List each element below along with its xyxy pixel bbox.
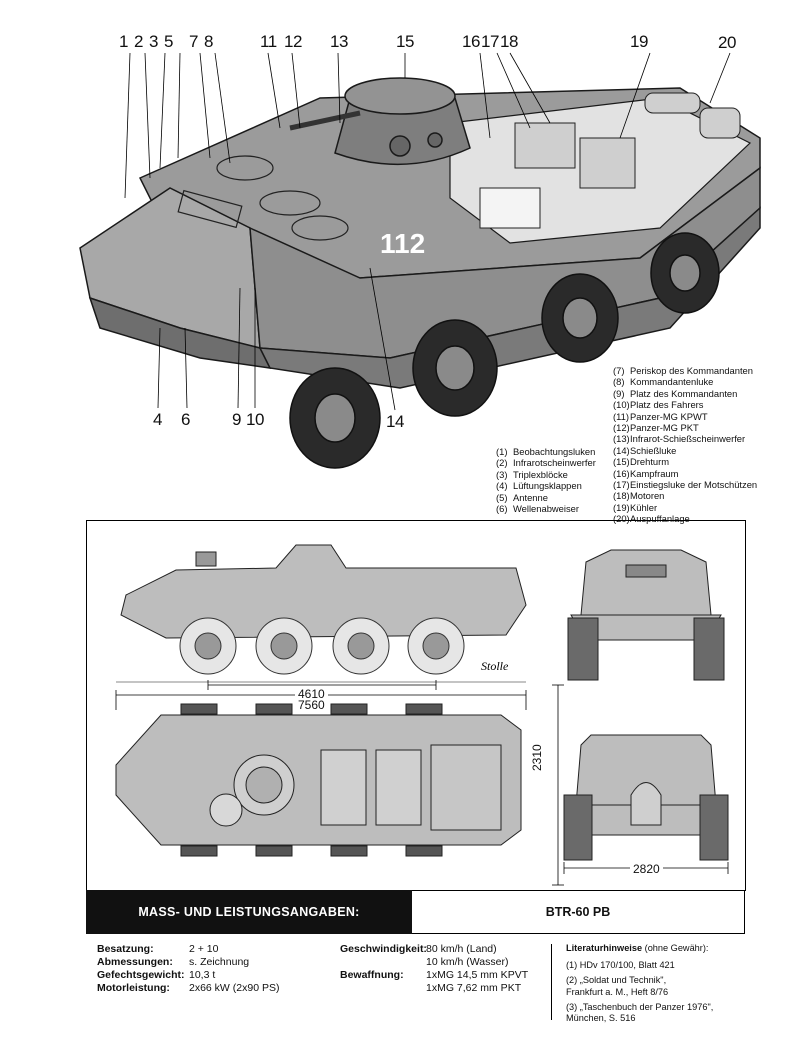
legend-item: (5)Antenne [496, 491, 548, 503]
front-view-drawing [563, 734, 729, 861]
legend-left: (1)Beobachtungsluken (2)Infrarotscheinwe… [496, 446, 596, 514]
literature-item: (1) HDv 170/100, Blatt 421 [566, 960, 675, 971]
callout-19: 19 [630, 32, 648, 51]
callout-14: 14 [386, 412, 404, 431]
technical-drawing-frame [86, 520, 746, 891]
spec-row: Motorleistung:2x66 kW (2x90 PS) [97, 982, 280, 994]
literature-divider [551, 944, 552, 1020]
callout-16: 16 [462, 32, 480, 51]
legend-item: (9)Platz des Kommandanten [613, 387, 738, 399]
hull-number: 112 [380, 228, 425, 259]
callout-5: 5 [164, 32, 173, 51]
callout-12: 12 [284, 32, 302, 51]
punch-hole-mark [780, 680, 800, 722]
spec-row: Geschwindigkeit:80 km/h (Land) [340, 943, 497, 955]
legend-item: (10)Platz des Fahrers [613, 399, 704, 411]
callout-18: 18 [500, 32, 518, 51]
callout-11: 11 [260, 32, 277, 51]
legend-item: (12)Panzer-MG PKT [613, 422, 699, 434]
legend-right: (7)Periskop des Kommandanten (8)Kommanda… [613, 365, 757, 525]
legend-item: (3)Triplexblöcke [496, 468, 568, 480]
legend-item: (16)Kampfraum [613, 467, 679, 479]
legend-item: (1)Beobachtungsluken [496, 446, 596, 457]
callout-15: 15 [396, 32, 414, 51]
legend-item: (2)Infrarotscheinwerfer [496, 457, 596, 469]
dimension-length: 7560 [295, 698, 328, 712]
technical-drawings: Stolle [115, 544, 729, 886]
punch-hole-mark [780, 365, 800, 407]
callout-20: 20 [718, 33, 736, 52]
spec-row: Bewaffnung:1xMG 14,5 mm KPVT [340, 969, 529, 981]
literature-item: (3) „Taschenbuch der Panzer 1976", Münch… [566, 1001, 714, 1024]
legend-item: (8)Kommandantenluke [613, 376, 714, 388]
legend-item: (14)Schießluke [613, 444, 677, 456]
spec-row: 1xMG 7,62 mm PKT [426, 982, 522, 994]
banner-model: BTR-60 PB [412, 890, 745, 934]
callout-13: 13 [330, 32, 348, 51]
spec-row: Abmessungen:s. Zeichnung [97, 956, 250, 968]
dimension-width: 2820 [630, 862, 663, 876]
callout-10: 10 [246, 410, 264, 429]
side-view-drawing [116, 544, 527, 683]
callout-4: 4 [153, 410, 162, 429]
callout-1: 1 [119, 32, 128, 51]
literature-heading: Literaturhinweise (ohne Gewähr): [566, 943, 709, 953]
callout-6: 6 [181, 410, 190, 429]
btr60-cutaway-illustration: 112 [79, 52, 761, 469]
callout-3: 3 [149, 32, 158, 51]
legend-item: (13)Infrarot-Schießscheinwerfer [613, 433, 746, 445]
dimension-wheelbase: 4610 [295, 687, 328, 701]
top-view-drawing [115, 703, 522, 857]
spec-row: Besatzung:2 + 10 [97, 943, 219, 955]
spec-row: Gefechtsgewicht:10,3 t [97, 969, 216, 981]
legend-item: (19)Kühler [613, 501, 658, 513]
legend-item: (11)Panzer-MG KPWT [613, 410, 708, 422]
spec-row: 10 km/h (Wasser) [426, 956, 509, 968]
legend-item: (20)Auspuffanlage [613, 513, 690, 525]
legend-item: (15)Drehturm [613, 456, 670, 468]
callout-7: 7 [189, 32, 198, 51]
specs-right: Geschwindigkeit:80 km/h (Land) 10 km/h (… [340, 943, 528, 995]
legend-item: (18)Motoren [613, 490, 665, 502]
specs-banner: MASS- UND LEISTUNGSANGABEN: BTR-60 PB [86, 890, 745, 934]
legend-item: (6)Wellenabweiser [496, 503, 580, 515]
literature-item: (2) „Soldat und Technik", Frankfurt a. M… [566, 975, 669, 997]
artist-signature: Stolle [481, 659, 509, 673]
literature-references: Literaturhinweise (ohne Gewähr): (1) HDv… [566, 943, 766, 1028]
legend-item: (17)Einstiegsluke der Motschützen [613, 479, 758, 491]
callout-9: 9 [232, 410, 241, 429]
dimension-height: 2310 [530, 741, 544, 774]
legend-item: (7)Periskop des Kommandanten [613, 365, 753, 376]
rear-view-drawing [567, 549, 725, 681]
callout-2: 2 [134, 32, 143, 51]
callout-17: 17 [481, 32, 499, 51]
specs-left: Besatzung:2 + 10 Abmessungen:s. Zeichnun… [97, 943, 279, 995]
banner-title: MASS- UND LEISTUNGSANGABEN: [86, 890, 412, 934]
callout-8: 8 [204, 32, 213, 51]
legend-item: (4)Lüftungsklappen [496, 480, 582, 492]
